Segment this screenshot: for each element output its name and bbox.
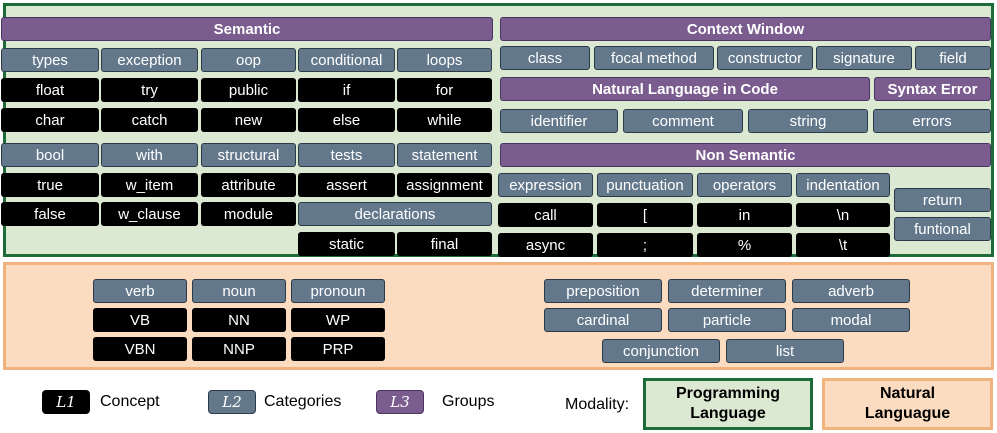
category-cardinal: cardinal — [544, 308, 662, 332]
category-identifier: identifier — [500, 109, 618, 133]
category-conditional: conditional — [298, 48, 395, 72]
concept-w-item: w_item — [101, 173, 198, 197]
concept-percent: % — [697, 233, 792, 257]
concept-prp: PRP — [291, 337, 385, 361]
category-indentation: indentation — [796, 173, 890, 197]
concept-public: public — [201, 78, 296, 102]
legend-l3-swatch: L3 — [376, 390, 424, 414]
non-semantic-group-header: Non Semantic — [500, 143, 991, 167]
concept-tab: \t — [796, 233, 890, 257]
concept-nn: NN — [192, 308, 286, 332]
concept-w-clause: w_clause — [101, 202, 198, 226]
concept-module: module — [201, 202, 296, 226]
legend-l1-label: Concept — [100, 393, 160, 410]
category-adverb: adverb — [792, 279, 910, 303]
concept-nnp: NNP — [192, 337, 286, 361]
concept-open-bracket: [ — [597, 203, 693, 227]
legend-l2-swatch: L2 — [208, 390, 256, 414]
category-string: string — [748, 109, 868, 133]
category-list: list — [726, 339, 844, 363]
category-funtional: funtional — [894, 217, 991, 241]
category-noun: noun — [192, 279, 286, 303]
concept-attribute: attribute — [201, 173, 296, 197]
concept-vb: VB — [93, 308, 187, 332]
category-modal: modal — [792, 308, 910, 332]
context-window-group-header: Context Window — [500, 17, 991, 41]
concept-if: if — [298, 78, 395, 102]
category-exception: exception — [101, 48, 198, 72]
category-errors: errors — [873, 109, 991, 133]
category-particle: particle — [668, 308, 786, 332]
concept-new: new — [201, 108, 296, 132]
modality-programming-language: Programming Language — [643, 378, 813, 430]
category-loops: loops — [397, 48, 492, 72]
category-statement: statement — [397, 143, 492, 167]
concept-else: else — [298, 108, 395, 132]
category-determiner: determiner — [668, 279, 786, 303]
category-preposition: preposition — [544, 279, 662, 303]
concept-wp: WP — [291, 308, 385, 332]
category-class: class — [500, 46, 590, 70]
legend-l3-label: Groups — [442, 393, 495, 410]
category-tests: tests — [298, 143, 395, 167]
legend-l2-label: Categories — [264, 393, 342, 410]
concept-semicolon: ; — [597, 233, 693, 257]
concept-final: final — [397, 232, 492, 256]
concept-char: char — [1, 108, 99, 132]
category-constructor: constructor — [717, 46, 813, 70]
category-return: return — [894, 188, 991, 212]
category-verb: verb — [93, 279, 187, 303]
modality-natural-language: Natural Languague — [822, 378, 993, 430]
concept-try: try — [101, 78, 198, 102]
concept-call: call — [498, 203, 593, 227]
category-declarations: declarations — [298, 202, 492, 226]
concept-true: true — [1, 173, 99, 197]
category-focal-method: focal method — [594, 46, 714, 70]
legend-l1-swatch: L1 — [42, 390, 90, 414]
category-conjunction: conjunction — [602, 339, 720, 363]
category-expression: expression — [498, 173, 593, 197]
concept-false: false — [1, 202, 99, 226]
category-signature: signature — [816, 46, 912, 70]
concept-assert: assert — [298, 173, 395, 197]
category-bool: bool — [1, 143, 99, 167]
concept-async: async — [498, 233, 593, 257]
concept-in: in — [697, 203, 792, 227]
category-structural: structural — [201, 143, 296, 167]
concept-vbn: VBN — [93, 337, 187, 361]
category-field: field — [915, 46, 991, 70]
category-types: types — [1, 48, 99, 72]
category-with: with — [101, 143, 198, 167]
concept-for: for — [397, 78, 492, 102]
syntax-error-group-header: Syntax Error — [874, 77, 991, 101]
modality-label: Modality: — [565, 396, 630, 413]
category-comment: comment — [623, 109, 743, 133]
concept-static: static — [298, 232, 395, 256]
category-punctuation: punctuation — [597, 173, 693, 197]
category-operators: operators — [697, 173, 792, 197]
semantic-group-header: Semantic — [1, 17, 493, 41]
category-oop: oop — [201, 48, 296, 72]
category-pronoun: pronoun — [291, 279, 385, 303]
concept-catch: catch — [101, 108, 198, 132]
concept-assignment: assignment — [397, 173, 492, 197]
concept-float: float — [1, 78, 99, 102]
nl-in-code-group-header: Natural Language in Code — [500, 77, 870, 101]
concept-newline: \n — [796, 203, 890, 227]
concept-while: while — [397, 108, 492, 132]
